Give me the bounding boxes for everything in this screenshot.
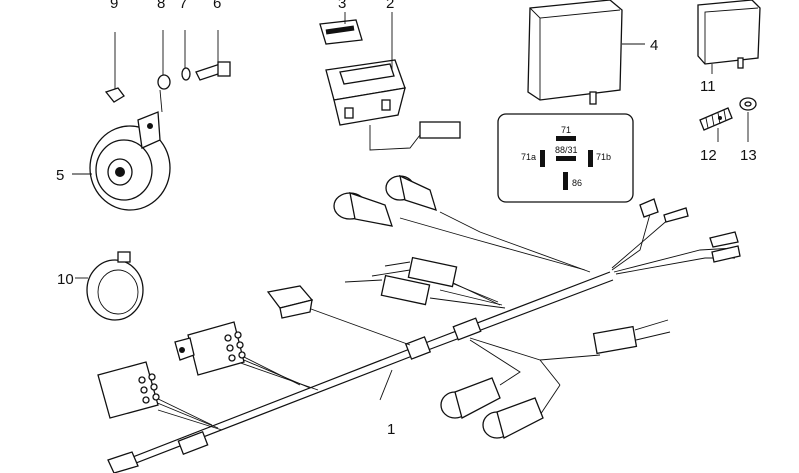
callout-1: 1 <box>387 421 395 438</box>
relay-pin-71: 71 <box>561 125 571 135</box>
horn-assembly <box>89 30 231 211</box>
screw-and-washer <box>699 97 757 142</box>
connectors <box>97 174 741 439</box>
switch-assembly <box>319 19 461 151</box>
relay-pin-71b: 71b <box>596 152 611 162</box>
callout-12: 12 <box>700 147 717 164</box>
branch-wires <box>149 211 736 431</box>
callout-labels: 1 2 3 4 5 6 7 8 9 10 11 12 13 <box>56 0 757 438</box>
callout-5: 5 <box>56 167 64 184</box>
relay-pin-71a: 71a <box>521 152 536 162</box>
leader-lines <box>72 12 393 401</box>
main-harness <box>107 271 614 473</box>
callout-2: 2 <box>386 0 394 12</box>
relay-4: 71 88/31 71a 71b 86 <box>497 0 645 203</box>
callout-11: 11 <box>700 78 716 95</box>
callout-13: 13 <box>740 147 757 164</box>
callout-7: 7 <box>179 0 187 12</box>
relay-pin-86: 86 <box>572 178 582 188</box>
cable-clamp <box>86 251 144 321</box>
callout-10: 10 <box>57 271 74 288</box>
callout-3: 3 <box>338 0 346 12</box>
relay-11 <box>697 0 761 74</box>
relay-pin-88-31: 88/31 <box>555 145 578 155</box>
callout-6: 6 <box>213 0 221 12</box>
callout-8: 8 <box>157 0 165 12</box>
callout-4: 4 <box>650 37 658 54</box>
callout-9: 9 <box>110 0 118 12</box>
